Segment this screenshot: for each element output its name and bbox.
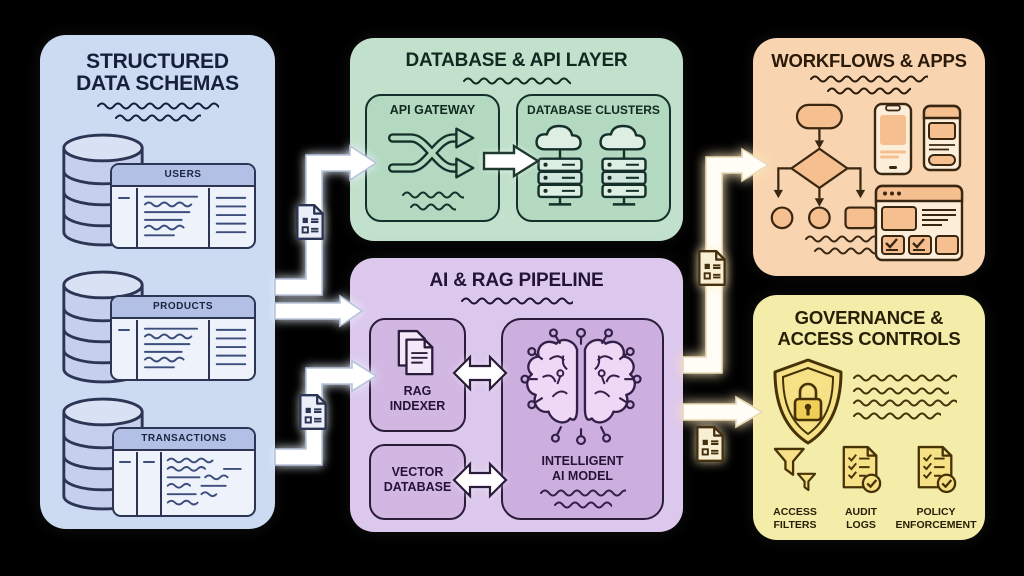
- title-line: DATA SCHEMAS: [76, 72, 239, 95]
- ai-rag-pipeline-panel: AI & RAG PIPELINE RAG INDEXER VECTOR DAT…: [350, 258, 683, 532]
- data-file-icon: [294, 202, 326, 242]
- table-header: USERS: [112, 165, 254, 187]
- arrow-rag-to-governance: [682, 395, 764, 429]
- structured-data-schemas-panel: STRUCTURED DATA SCHEMAS USERS PRODU: [40, 35, 275, 529]
- table-body: [112, 187, 254, 248]
- vector-database-box: VECTOR DATABASE: [369, 444, 466, 520]
- table-column: [112, 187, 138, 247]
- table-header: TRANSACTIONS: [114, 429, 254, 451]
- title-line: GOVERNANCE &: [794, 307, 944, 328]
- table-body: [114, 451, 254, 516]
- database-clusters-label: DATABASE CLUSTERS: [527, 103, 660, 117]
- funnel-icon: [773, 445, 817, 495]
- schemas-panel-title: STRUCTURED DATA SCHEMAS: [40, 51, 275, 95]
- squiggle-text-lines: [853, 373, 957, 421]
- table-column: [138, 187, 210, 247]
- arrow-schemas-to-rag-pipeline: [274, 294, 364, 328]
- label-line: POLICY: [916, 506, 956, 518]
- api-gateway-box: API GATEWAY: [365, 94, 500, 222]
- table-column: [162, 452, 254, 516]
- rag-pipeline-panel-title: AI & RAG PIPELINE: [429, 270, 604, 291]
- label-line: LOGS: [846, 519, 876, 531]
- policy-enforcement-label: POLICY ENFORCEMENT: [891, 506, 981, 532]
- table-body: [112, 319, 254, 380]
- checklist-doc-icon: [914, 445, 958, 495]
- browser-checklist-icon: [874, 184, 964, 262]
- api-gateway-label: API GATEWAY: [389, 103, 476, 117]
- documents-stack-icon: [395, 328, 439, 380]
- label-line: VECTOR: [391, 465, 444, 479]
- table-column: [114, 451, 138, 515]
- label-line: FILTERS: [773, 519, 817, 531]
- squiggle: [367, 190, 498, 212]
- governance-access-controls-panel: GOVERNANCE & ACCESS CONTROLS ACCESS FILT…: [753, 295, 985, 540]
- label-line: DATABASE: [383, 480, 452, 494]
- brain-network-icon: [520, 326, 642, 448]
- data-file-icon: [694, 424, 726, 464]
- products-table-card: PRODUCTS: [110, 295, 256, 381]
- database-clusters-box: DATABASE CLUSTERS: [516, 94, 671, 222]
- title-line: STRUCTURED: [86, 50, 229, 73]
- cloud-server-icon: [596, 124, 652, 212]
- table-column: [138, 319, 210, 379]
- table-column: [210, 320, 254, 380]
- audit-logs-label: AUDIT LOGS: [833, 506, 889, 532]
- checklist-doc-icon: [839, 445, 883, 495]
- workflows-panel-title: WORKFLOWS & APPS: [771, 50, 967, 71]
- table-column: [210, 188, 254, 248]
- policy-enforcement-item: POLICY ENFORCEMENT: [891, 445, 981, 532]
- label-line: INDEXER: [389, 399, 446, 413]
- ai-model-label: INTELLIGENT AI MODEL: [503, 454, 662, 484]
- flowchart-icon: [769, 102, 881, 231]
- title-line: ACCESS CONTROLS: [777, 328, 961, 349]
- access-filters-item: ACCESS FILTERS: [761, 445, 829, 532]
- transactions-table-card: TRANSACTIONS: [112, 427, 256, 517]
- label-line: AI MODEL: [551, 469, 614, 483]
- access-filters-label: ACCESS FILTERS: [761, 506, 829, 532]
- shuffle-arrows-icon: [386, 123, 478, 183]
- squiggle-underline: [350, 296, 683, 306]
- label-line: ENFORCEMENT: [895, 519, 977, 531]
- audit-logs-item: AUDIT LOGS: [833, 445, 889, 532]
- data-file-icon: [696, 248, 728, 288]
- label-line: INTELLIGENT: [541, 454, 624, 468]
- table-header: PRODUCTS: [112, 297, 254, 319]
- data-file-icon: [297, 392, 329, 432]
- label-line: AUDIT: [844, 506, 878, 518]
- rag-indexer-label: RAG INDEXER: [371, 384, 464, 414]
- api-layer-panel-title: DATABASE & API LAYER: [405, 50, 628, 71]
- table-column: [138, 451, 162, 515]
- label-line: ACCESS: [773, 506, 817, 518]
- phone-icon: [922, 104, 962, 172]
- workflows-apps-panel: WORKFLOWS & APPS: [753, 38, 985, 276]
- squiggle-underline: [753, 74, 985, 96]
- intelligent-ai-model-box: INTELLIGENT AI MODEL: [501, 318, 664, 520]
- squiggle: [503, 488, 662, 510]
- shield-lock-icon: [769, 357, 847, 447]
- squiggle-underline: [40, 101, 275, 123]
- governance-panel-title: GOVERNANCE & ACCESS CONTROLS: [753, 307, 985, 349]
- cloud-server-icon: [532, 124, 588, 212]
- vector-database-label: VECTOR DATABASE: [371, 465, 464, 495]
- users-table-card: USERS: [110, 163, 256, 249]
- phone-icon: [873, 102, 913, 176]
- rag-indexer-box: RAG INDEXER: [369, 318, 466, 432]
- table-column: [112, 319, 138, 379]
- database-api-layer-panel: DATABASE & API LAYER API GATEWAY DATABAS…: [350, 38, 683, 241]
- squiggle-underline: [350, 76, 683, 86]
- label-line: RAG: [403, 384, 432, 398]
